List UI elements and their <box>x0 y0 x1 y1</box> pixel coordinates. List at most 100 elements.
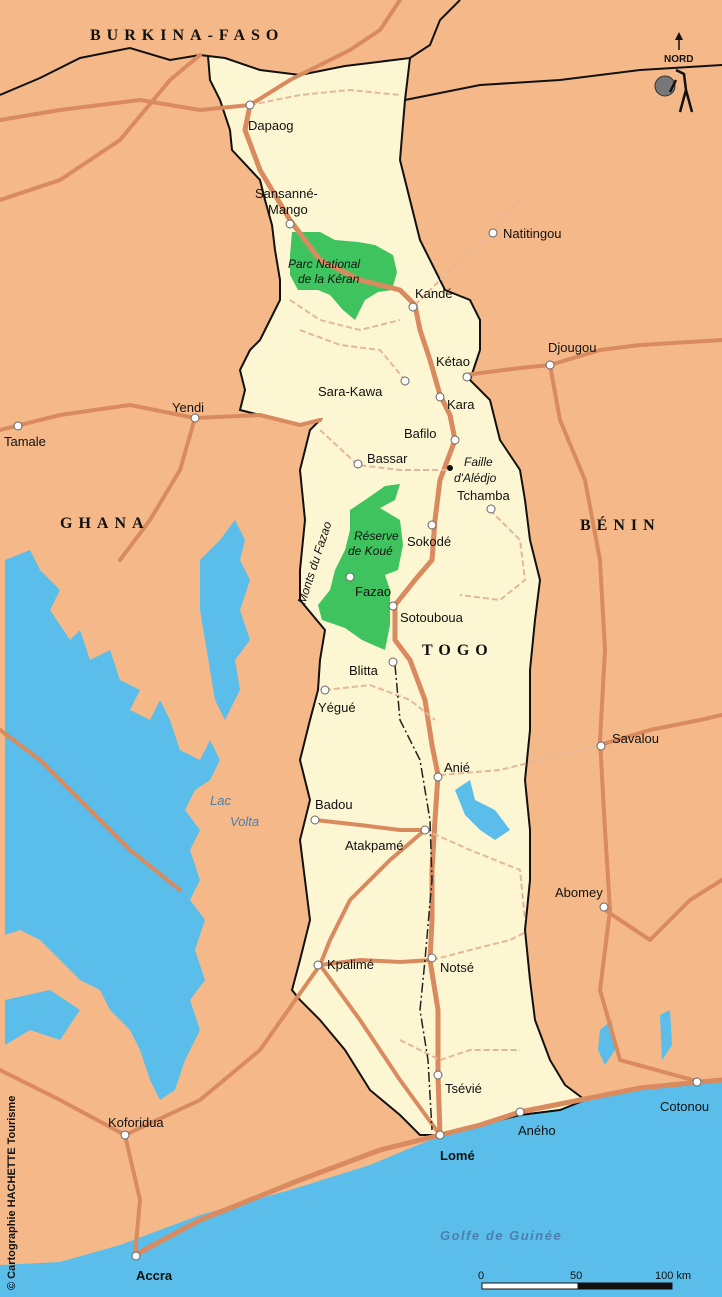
marker-kpalime <box>313 960 323 970</box>
city-anie: Anié <box>444 760 470 775</box>
track-notse-east <box>431 929 531 961</box>
marker-cotonou <box>692 1077 702 1087</box>
marker-blitta <box>388 657 398 667</box>
marker-fazao <box>345 572 355 582</box>
marker-koforidua <box>120 1130 130 1140</box>
road-badou <box>313 818 427 832</box>
scale-label-100: 100 km <box>655 1270 691 1282</box>
label-faille-1: Faille <box>464 455 493 469</box>
track-tchamba <box>459 509 527 602</box>
lake-east <box>455 780 510 840</box>
marker-tchamba <box>486 504 496 514</box>
city-bassar: Bassar <box>367 451 408 466</box>
marker-badou <box>310 815 320 825</box>
city-badou: Badou <box>315 797 353 812</box>
city-savalou: Savalou <box>612 731 659 746</box>
border-burkina-benin <box>409 0 461 59</box>
track-blitta-yegue <box>324 683 436 721</box>
city-abomey: Abomey <box>555 885 603 900</box>
city-sokode: Sokodé <box>407 534 451 549</box>
city-accra: Accra <box>136 1268 173 1283</box>
city-notse: Notsé <box>440 960 474 975</box>
lake-volta-arm <box>5 990 80 1045</box>
label-togo: TOGO <box>422 642 494 659</box>
label-keran-2: de la Kéran <box>298 272 360 286</box>
city-sotouboua: Sotouboua <box>400 610 464 625</box>
marker-kara <box>435 392 445 402</box>
road-koforidua <box>123 963 322 1137</box>
label-faille-2: d'Alédjo <box>454 471 497 485</box>
city-yegue: Yégué <box>318 700 356 715</box>
city-ketao: Kétao <box>436 354 470 369</box>
city-dapaog: Dapaog <box>248 118 294 133</box>
label-lac-volta-1: Lac <box>210 793 231 808</box>
copyright: © Cartographie HACHETTE Tourisme <box>6 1096 18 1290</box>
road-west-ghana-1 <box>0 53 202 202</box>
marker-aneho <box>515 1107 525 1117</box>
marker-yendi <box>190 413 200 423</box>
road-coast <box>132 1077 722 1258</box>
marker-abomey <box>599 902 609 912</box>
marker-sarakawa <box>400 376 410 386</box>
marker-anie <box>433 772 443 782</box>
road-west-ghana-2 <box>0 728 182 892</box>
marker-accra <box>131 1251 141 1261</box>
city-tsevie: Tsévié <box>445 1081 482 1096</box>
road-dapaog-west <box>0 98 252 122</box>
track-sarakawa <box>299 329 406 381</box>
road-burkina-north <box>248 0 402 107</box>
border-benin-top <box>404 64 722 101</box>
marker-djougou <box>545 360 555 370</box>
lagoon-cotonou <box>600 1088 690 1100</box>
reserve-koue <box>318 484 403 650</box>
city-aneho: Aného <box>518 1123 556 1138</box>
city-bafilo: Bafilo <box>404 426 437 441</box>
city-atakpame: Atakpamé <box>345 838 404 853</box>
railway <box>394 664 433 1131</box>
marker-tsevie <box>433 1070 443 1080</box>
city-tamale: Tamale <box>4 434 46 449</box>
north-arrow: NORD <box>654 32 694 113</box>
togo-territory <box>206 54 588 1136</box>
marker-tamale <box>13 421 23 431</box>
marker-natitingou <box>488 228 498 238</box>
road-benin-east <box>598 713 722 747</box>
city-fazao: Fazao <box>355 584 391 599</box>
city-sansanne-1: Sansanné- <box>255 186 318 201</box>
lake-volta <box>5 520 250 1100</box>
marker-kande <box>408 302 418 312</box>
road-lome-kpalime <box>318 963 442 1137</box>
track-bassar <box>319 429 450 471</box>
city-cotonou: Cotonou <box>660 1099 709 1114</box>
marker-lome <box>435 1130 445 1140</box>
label-keran-1: Parc National <box>288 257 360 271</box>
marker-yegue <box>320 685 330 695</box>
track-natitingou <box>414 199 521 306</box>
marker-notse <box>427 953 437 963</box>
scale-label-0: 0 <box>478 1270 484 1282</box>
city-kara: Kara <box>447 397 475 412</box>
hiker-icon <box>668 68 694 113</box>
label-benin: BÉNIN <box>580 515 661 534</box>
track-keran-loop <box>289 299 401 332</box>
label-koue-2: de Koué <box>348 544 393 558</box>
marker-sansanne <box>285 219 295 229</box>
marker-bafilo <box>450 435 460 445</box>
road-atakpame-kpalime <box>318 828 427 967</box>
city-blitta: Blitta <box>349 663 379 678</box>
city-natitingou: Natitingou <box>503 226 562 241</box>
label-koue-1: Réserve <box>354 529 399 543</box>
road-abomey-east <box>603 878 722 942</box>
city-sarakawa: Sara-Kawa <box>318 384 383 399</box>
marker-faille <box>447 465 453 471</box>
city-sansanne-2: Mango <box>268 202 308 217</box>
marker-savalou <box>596 741 606 751</box>
marker-dapaog <box>245 100 255 110</box>
city-tchamba: Tchamba <box>457 488 511 503</box>
road-ghana-west <box>118 416 197 562</box>
label-ghana: GHANA <box>60 515 150 532</box>
marker-atakpame <box>420 825 430 835</box>
road-kpalime <box>318 958 434 967</box>
scale-label-50: 50 <box>570 1270 582 1282</box>
marker-bassar <box>353 459 363 469</box>
